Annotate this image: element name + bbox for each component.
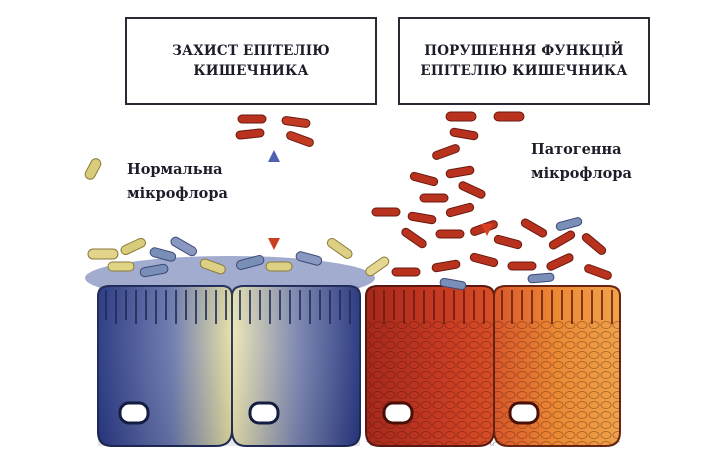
bacterium-icon [400, 227, 428, 250]
bacterium-icon [409, 172, 438, 187]
box-epithelium-dysfunction: ПОРУШЕННЯ ФУНКЦІЙ ЕПІТЕЛІЮ КИШЕЧНИКА [398, 17, 650, 105]
nucleus-icon [510, 403, 538, 423]
bacterium-icon [408, 212, 437, 225]
bacterium-icon [238, 115, 266, 123]
bacterium-icon [392, 268, 420, 276]
box-epithelium-protection-text: ЗАХИСТ ЕПІТЕЛІЮ КИШЕЧНИКА [172, 41, 330, 81]
bacterium-icon [469, 253, 498, 268]
nucleus-icon [250, 403, 278, 423]
label-pathogenic-microflora: Патогенна мікрофлора [531, 138, 632, 186]
bacterium-icon [88, 249, 118, 259]
healthy-epithelium [85, 256, 375, 446]
bacterium-icon [236, 129, 265, 140]
bacterium-icon [266, 262, 292, 271]
bacterium-icon [546, 252, 575, 271]
bacterium-icon [548, 230, 576, 251]
bacterium-icon [520, 218, 548, 239]
bacterium-icon [581, 232, 608, 256]
nucleus-icon [120, 403, 148, 423]
bacterium-icon [528, 273, 555, 283]
bacterium-icon [285, 130, 314, 147]
damaged-epithelium [366, 286, 620, 446]
bacterium-icon [446, 112, 476, 121]
bacterium-icon [450, 128, 479, 141]
box-epithelium-dysfunction-text: ПОРУШЕННЯ ФУНКЦІЙ ЕПІТЕЛІЮ КИШЕЧНИКА [420, 41, 627, 81]
bacterium-icon [494, 112, 524, 121]
bacterium-icon [282, 116, 311, 128]
bacterium-icon [436, 230, 464, 238]
bacterium-icon [372, 208, 400, 216]
bacterium-icon [431, 143, 460, 160]
bacterium-icon [83, 157, 102, 181]
bacterium-icon [420, 194, 448, 202]
bidirectional-arrow-icon [268, 150, 280, 250]
bacterium-icon [120, 237, 147, 256]
pathogen-cluster-left [236, 115, 315, 148]
bacterium-icon [458, 180, 487, 199]
bacterium-icon [445, 203, 474, 218]
bacterium-icon [446, 166, 475, 179]
label-normal-microflora: Нормальна мікрофлора [127, 158, 228, 206]
nucleus-icon [384, 403, 412, 423]
bacterium-icon [326, 237, 354, 260]
box-epithelium-protection: ЗАХИСТ ЕПІТЕЛІЮ КИШЕЧНИКА [125, 17, 377, 105]
bacterium-icon [583, 263, 612, 280]
bacterium-icon [432, 260, 461, 273]
bacterium-icon [364, 255, 390, 277]
down-arrow-icon [481, 126, 493, 236]
bacterium-icon [493, 235, 522, 250]
bacterium-icon [508, 262, 536, 270]
bacterium-icon [555, 217, 582, 231]
bacterium-icon [108, 262, 134, 271]
